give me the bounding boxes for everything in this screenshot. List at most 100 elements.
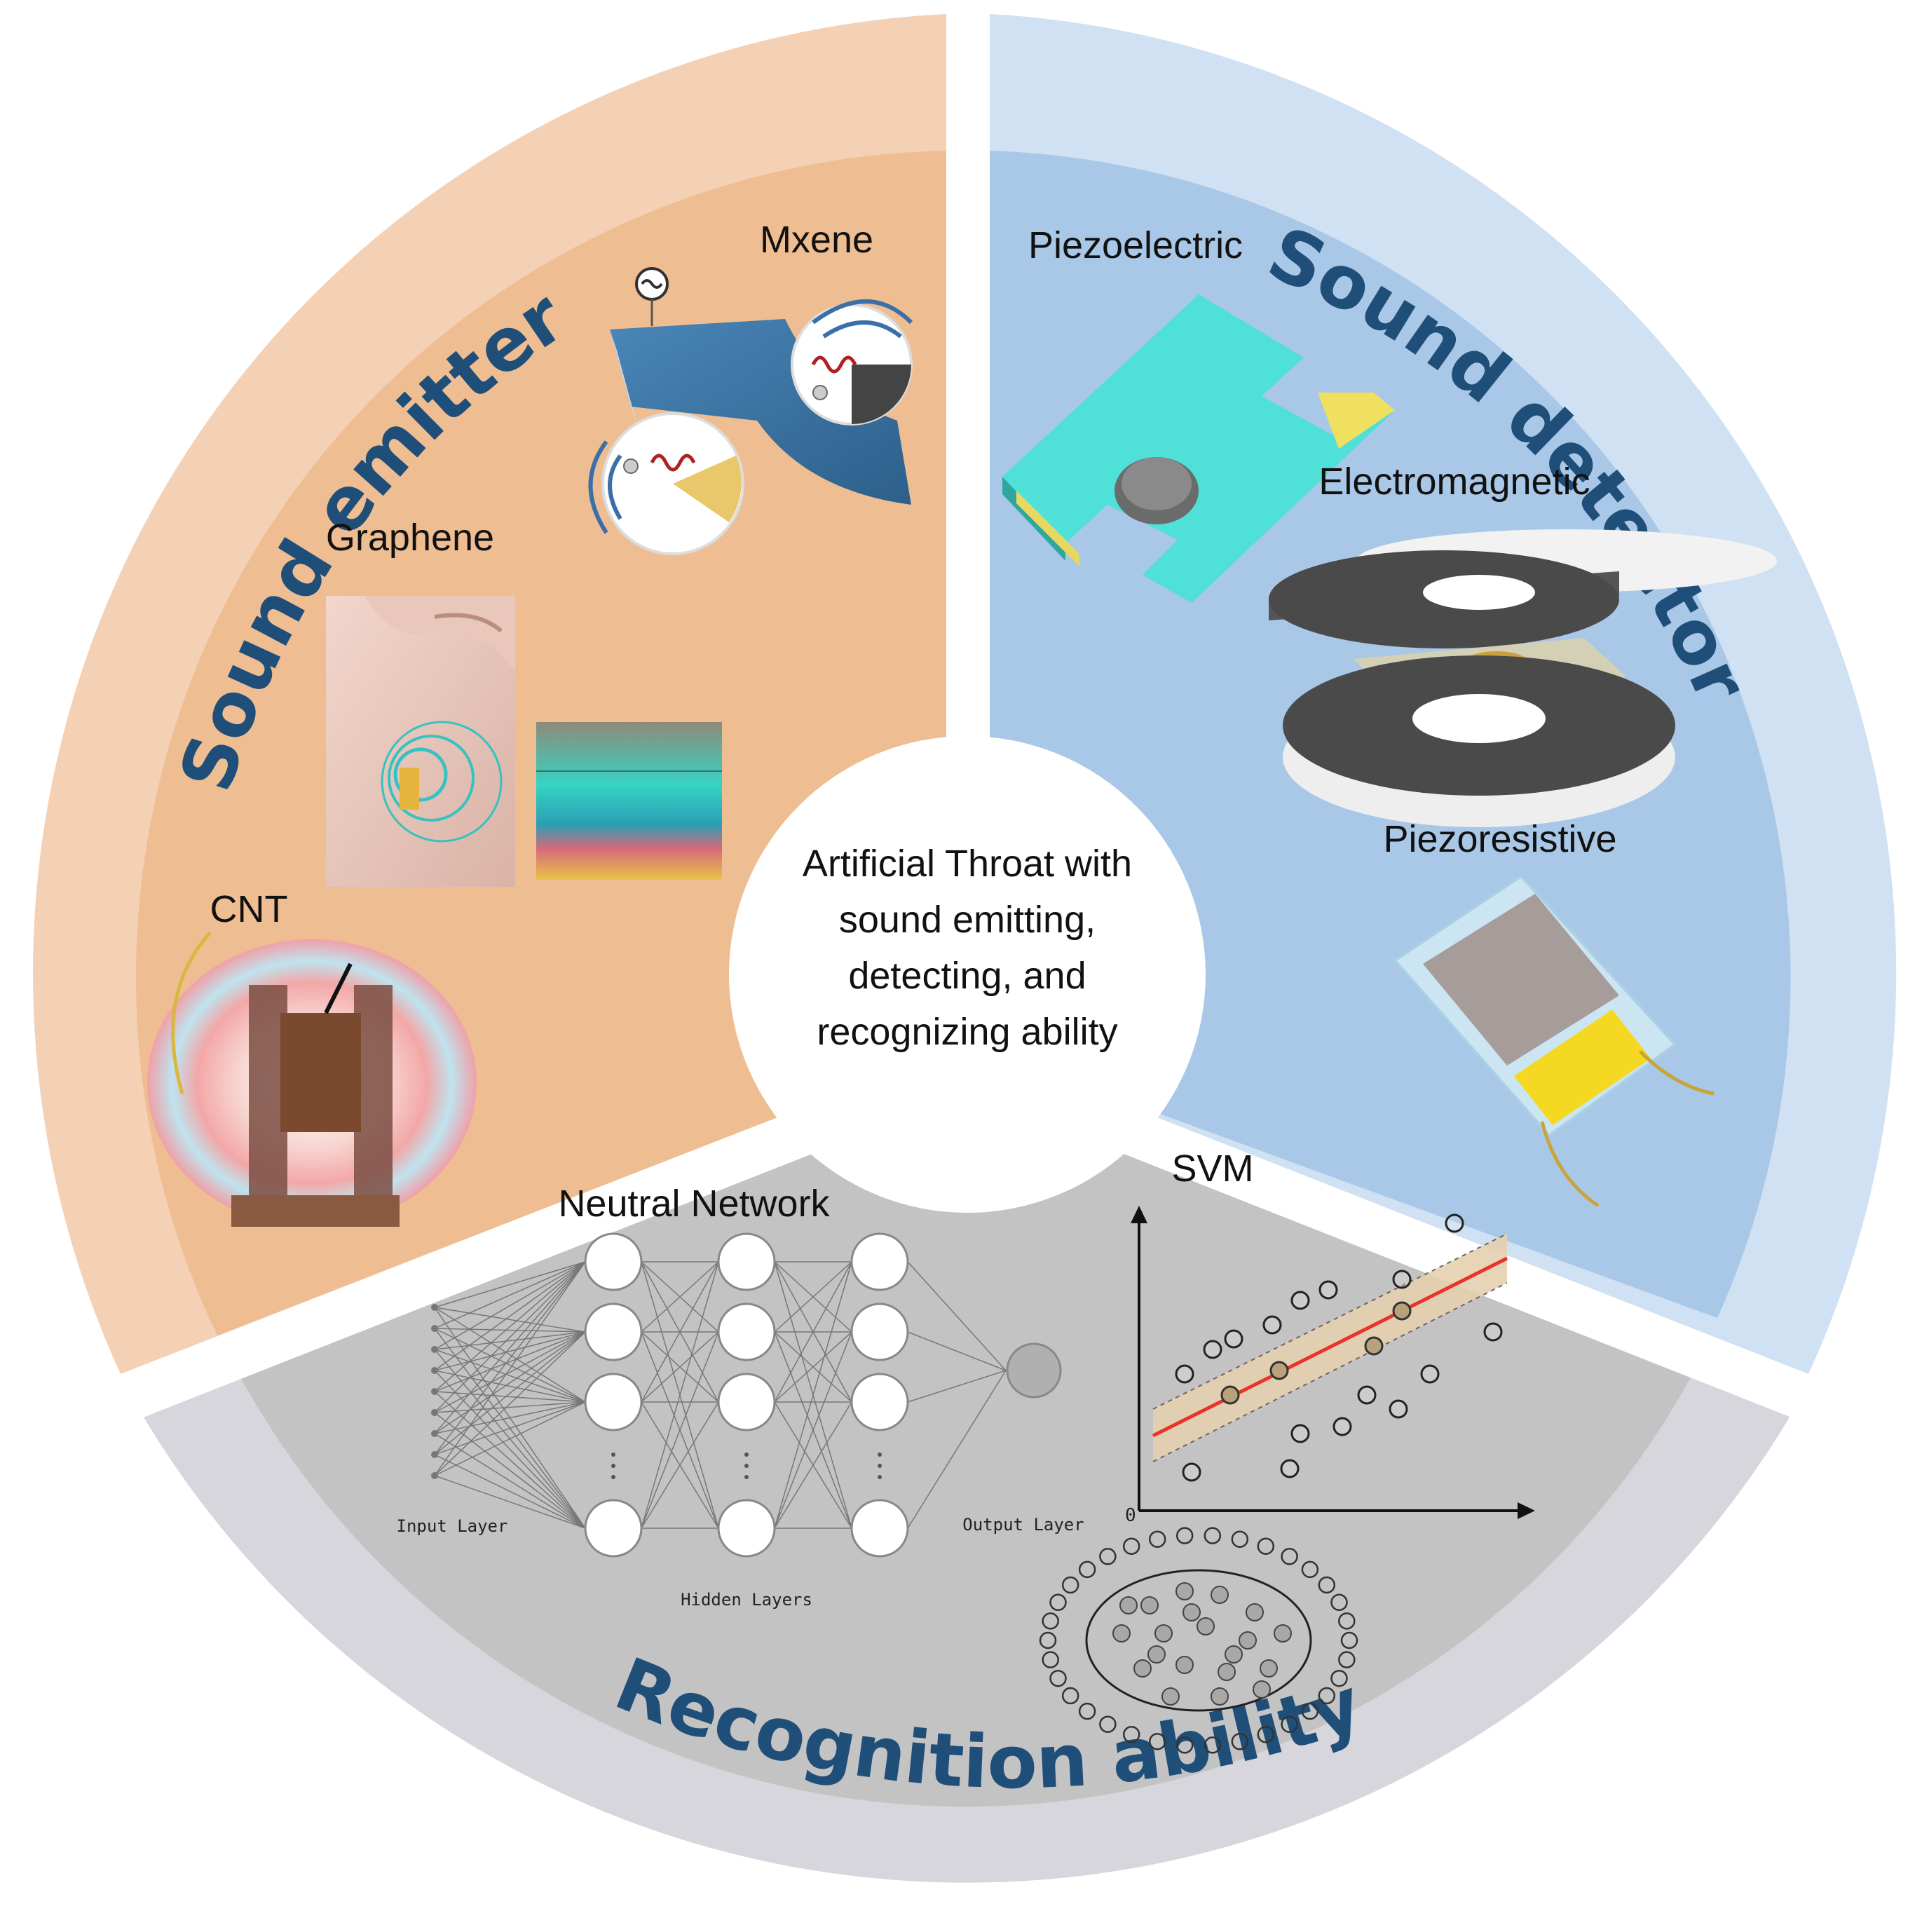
svm-origin: 0 (1125, 1505, 1136, 1526)
inner-cluster-point (1147, 1645, 1166, 1664)
inner-cluster-point (1175, 1582, 1194, 1600)
outer-cluster-point (1042, 1651, 1059, 1668)
outer-cluster-point (1338, 1651, 1356, 1668)
center-line-1: Artificial Throat with (803, 843, 1132, 885)
input-node (431, 1409, 438, 1416)
svm-points (1175, 1213, 1503, 1482)
inner-cluster-point (1119, 1596, 1138, 1614)
hidden-node (717, 1499, 776, 1558)
outer-cluster-point (1231, 1733, 1249, 1750)
graphene-label: Graphene (326, 517, 494, 559)
svm-point (1182, 1462, 1201, 1482)
inner-cluster-point (1133, 1659, 1152, 1678)
mxene-illustration (588, 267, 913, 555)
electromagnetic-illustration (1269, 529, 1777, 827)
piezoelectric-label: Piezoelectric (1028, 224, 1243, 266)
outer-cluster-point (1301, 1560, 1319, 1579)
inner-cluster-point (1161, 1687, 1180, 1706)
neural-network (431, 1232, 1062, 1558)
inner-cluster-point (1175, 1656, 1194, 1674)
outer-cluster-point (1175, 1527, 1194, 1544)
mxene-label: Mxene (760, 219, 873, 261)
inner-cluster-point (1239, 1631, 1257, 1649)
outer-cluster-point (1078, 1560, 1096, 1579)
outer-cluster-point (1122, 1537, 1140, 1555)
svm-label: SVM (1171, 1148, 1253, 1190)
center-line-3: detecting, and (848, 955, 1086, 997)
piezoresistive-label: Piezoresistive (1383, 818, 1616, 860)
outer-cluster-point (1301, 1702, 1319, 1720)
outer-cluster-point (1039, 1631, 1057, 1649)
hidden-node (584, 1302, 643, 1361)
inner-cluster-point (1253, 1680, 1271, 1699)
inner-cluster-point (1154, 1624, 1173, 1642)
input-node (431, 1325, 438, 1332)
neural-network-label: Neutral Network (558, 1183, 830, 1225)
input-node (431, 1346, 438, 1353)
outer-cluster-point (1148, 1530, 1166, 1548)
outer-cluster-point (1257, 1726, 1275, 1743)
cluster-points (1039, 1527, 1358, 1754)
svm-point (1420, 1364, 1440, 1384)
outer-cluster-point (1204, 1736, 1222, 1754)
outer-cluster-point (1099, 1715, 1117, 1733)
hidden-layers-label: Hidden Layers (681, 1590, 812, 1610)
svm-point (1262, 1315, 1282, 1335)
svm-point (1224, 1329, 1243, 1349)
outer-cluster-point (1338, 1612, 1356, 1630)
svm-point (1483, 1322, 1503, 1342)
inner-cluster-point (1274, 1624, 1292, 1642)
hidden-node (850, 1302, 909, 1361)
inner-cluster-point (1182, 1603, 1201, 1621)
outer-cluster-point (1204, 1527, 1222, 1544)
input-node (431, 1304, 438, 1311)
svm-plot: 0 (1125, 1206, 1535, 1526)
hidden-node (717, 1302, 776, 1361)
svm-support-point (1269, 1361, 1289, 1380)
hidden-node (850, 1499, 909, 1558)
outer-cluster-point (1257, 1537, 1275, 1555)
hidden-node (584, 1373, 643, 1431)
outer-cluster-point (1231, 1530, 1249, 1548)
svm-point (1445, 1213, 1464, 1233)
svm-point (1290, 1291, 1310, 1310)
outer-cluster-point (1049, 1669, 1067, 1687)
cnt-label: CNT (210, 888, 288, 930)
input-node (431, 1430, 438, 1437)
cnt-illustration (147, 931, 477, 1227)
outer-cluster-point (1330, 1669, 1348, 1687)
svm-support-point (1364, 1336, 1384, 1356)
outer-cluster-point (1175, 1736, 1194, 1754)
outer-cluster-point (1099, 1548, 1117, 1565)
outer-cluster-point (1281, 1715, 1298, 1733)
hidden-node (584, 1232, 643, 1291)
piezoelectric-illustration (1002, 294, 1395, 603)
outer-cluster-point (1318, 1687, 1336, 1705)
svm-point (1357, 1385, 1377, 1405)
outer-cluster-point (1148, 1733, 1166, 1750)
svm-point (1280, 1459, 1300, 1478)
center-circle (729, 736, 1206, 1213)
svm-point (1332, 1417, 1352, 1436)
inner-cluster-point (1225, 1645, 1243, 1664)
inner-cluster-point (1140, 1596, 1159, 1614)
inner-cluster-point (1260, 1659, 1278, 1678)
input-layer-label: Input Layer (397, 1516, 508, 1536)
svm-point (1290, 1424, 1310, 1443)
input-node (431, 1388, 438, 1395)
hidden-node (717, 1373, 776, 1431)
cluster-illustration (1039, 1527, 1358, 1754)
inner-cluster-point (1197, 1617, 1215, 1635)
svm-point (1392, 1270, 1412, 1289)
outer-cluster-point (1042, 1612, 1059, 1630)
hidden-node (584, 1499, 643, 1558)
outer-cluster-point (1061, 1576, 1079, 1594)
graphene-illustration (326, 596, 722, 887)
hidden-node (850, 1373, 909, 1431)
hidden-node (717, 1232, 776, 1291)
outer-cluster-point (1330, 1593, 1348, 1612)
inner-cluster-point (1246, 1603, 1264, 1621)
outer-cluster-point (1318, 1576, 1336, 1594)
electromagnetic-label: Electromagnetic (1318, 461, 1590, 503)
output-layer-label: Output Layer (962, 1515, 1084, 1535)
